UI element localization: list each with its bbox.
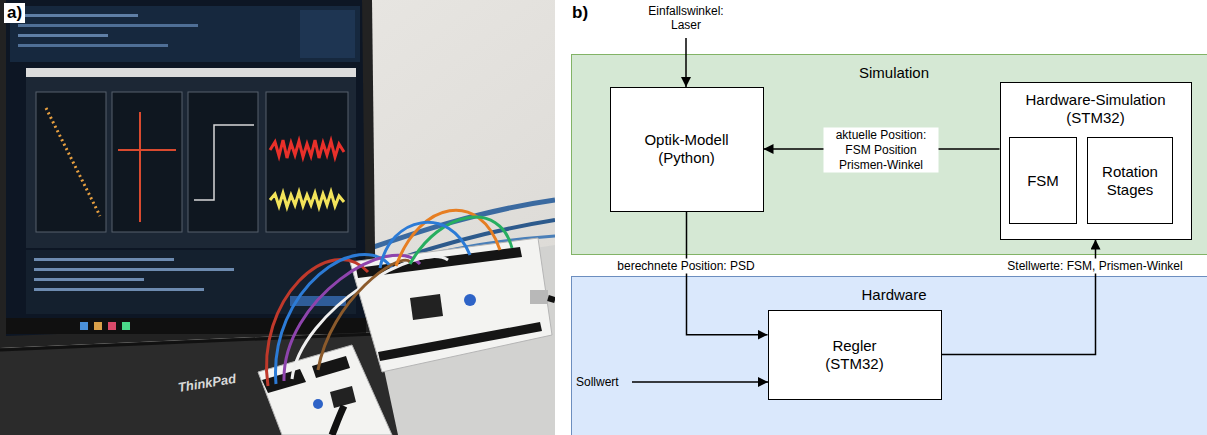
box-text: Rotation Stages <box>1094 163 1166 199</box>
edge-label: aktuelle Position: FSM Position Prismen-… <box>824 128 939 173</box>
laptop-base <box>0 332 398 435</box>
edge-label: Stellwerte: FSM, Prismen-Winkel <box>1004 259 1185 274</box>
code-line <box>18 24 198 27</box>
taskbar-icon <box>122 322 130 330</box>
usb-cable <box>548 298 555 300</box>
plot-trace <box>270 140 344 158</box>
input-label: Einfallswinkel: Laser <box>638 4 734 33</box>
plot-panel <box>112 92 182 232</box>
jumper-wire <box>380 222 470 268</box>
connector-arrow <box>942 240 1096 355</box>
title-bar <box>26 68 356 77</box>
console-line <box>34 278 144 281</box>
plot-panel <box>266 92 348 232</box>
pin-header <box>378 322 542 361</box>
controller-box: Regler (STM32) <box>768 310 942 400</box>
hinge <box>0 334 376 350</box>
box-heading: Hardware-Simulation (STM32) <box>1007 91 1185 127</box>
process-box: Optik-Modell (Python) <box>610 87 764 212</box>
code-line <box>18 34 108 37</box>
code-line <box>18 14 138 17</box>
plot-trace <box>194 125 254 200</box>
taskbar-icon <box>80 322 88 330</box>
input-arrow <box>632 381 768 383</box>
taskbar-icon <box>108 322 116 330</box>
hardware-simulation-box: Hardware-Simulation (STM32) FSM Rotation S… <box>1000 82 1192 240</box>
plot-trace <box>270 192 344 207</box>
chip <box>330 386 356 408</box>
input-arrow <box>685 38 687 87</box>
plot-trace <box>46 108 100 216</box>
box-text: FSM <box>1027 172 1059 190</box>
hardware-band: HardwareRegler (STM32) <box>571 276 1207 435</box>
jumper-wire <box>276 254 392 384</box>
plot-window <box>26 68 356 248</box>
usb-port <box>530 290 548 304</box>
console-line <box>34 288 204 291</box>
console <box>26 250 356 314</box>
nucleo-board <box>258 345 392 435</box>
plot-trace <box>118 112 176 222</box>
console-line <box>34 268 234 271</box>
box-heading: Simulation <box>572 55 1207 82</box>
box-heading: Hardware <box>572 277 1207 304</box>
lab-photo <box>0 0 555 435</box>
console-line <box>34 258 174 261</box>
edge-label: berechnete Position: PSD <box>614 259 757 274</box>
taskbar-icon <box>94 322 102 330</box>
jumper-wire <box>292 257 448 379</box>
side-panel <box>300 10 355 58</box>
editor-window <box>10 6 360 62</box>
panel-letter: a) <box>4 3 25 23</box>
panel-letter: b) <box>569 3 591 23</box>
chip <box>410 294 443 320</box>
code-line <box>18 44 168 47</box>
plot-panel <box>36 92 106 232</box>
jumper-wire <box>284 255 420 381</box>
wall <box>0 0 555 435</box>
box-text: Optik-Modell (Python) <box>617 131 757 167</box>
plot-panel <box>188 92 258 232</box>
laptop-screen <box>6 0 366 336</box>
usb-cable <box>332 406 344 435</box>
push-button <box>464 294 476 306</box>
jumper-wire <box>318 260 410 370</box>
push-button <box>313 399 323 409</box>
box-text: Regler (STM32) <box>810 337 900 373</box>
module-box: FSM <box>1009 137 1077 224</box>
module-box: Rotation Stages <box>1087 137 1173 224</box>
input-label: Sollwert <box>576 375 619 389</box>
